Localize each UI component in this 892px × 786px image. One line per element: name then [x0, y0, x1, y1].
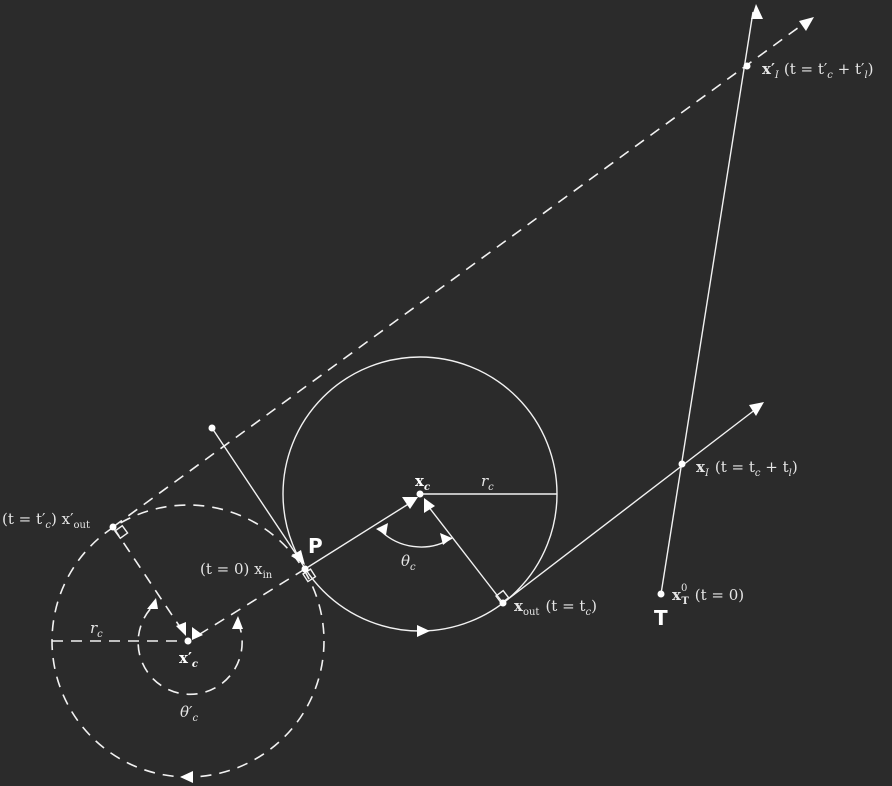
label-x-out-prime: (t = t′c) x′out: [2, 510, 90, 531]
label-r-c: rc: [481, 472, 494, 493]
out-to-center-arrowhead: [424, 498, 435, 513]
inner-arc-arrowhead-left: [147, 598, 158, 609]
x-c-prime-dot: [184, 637, 192, 645]
label-x-in: (t = 0) xin: [200, 560, 273, 581]
dashed-out-arrowhead: [176, 622, 186, 636]
right-angle-marker-out-prime: [114, 524, 129, 540]
x-i-dot: [678, 460, 686, 468]
theta-arrowhead-left: [376, 523, 388, 535]
x-i-prime-dot: [743, 62, 751, 70]
dashed-exit-line: [112, 21, 807, 528]
outer-circle-arrowhead: [180, 771, 193, 783]
exit-line-arrowhead: [749, 402, 764, 416]
theta-arc: [377, 527, 453, 548]
label-theta-c-prime: θ′c: [180, 703, 198, 724]
start-dot: [208, 424, 216, 432]
label-x-c: xc: [415, 472, 430, 493]
label-theta-c: θc: [401, 552, 416, 573]
exit-line: [502, 408, 757, 604]
target-line-arrowhead: [751, 4, 763, 19]
dashed-p-to-center-line: [199, 568, 306, 635]
x-in-dot: [301, 565, 309, 573]
p-to-center-line: [304, 502, 411, 570]
dashed-out-to-center-line: [112, 526, 183, 631]
target-line: [660, 11, 754, 595]
x-out-prime-dot: [109, 523, 117, 531]
out-to-center-line: [427, 505, 504, 604]
approach-line: [211, 427, 303, 564]
dashed-exit-arrowhead: [799, 17, 814, 31]
p-to-center-arrowhead: [402, 497, 418, 509]
label-P: P: [308, 534, 323, 558]
x-t-dot: [657, 590, 665, 598]
label-r-c-prime: rc: [90, 619, 103, 640]
x-out-dot: [499, 599, 507, 607]
inner-dashed-arc: [137, 603, 243, 696]
label-T: T: [654, 606, 668, 630]
theta-arrowhead-right: [440, 533, 452, 545]
circle-direction-arrowhead: [417, 625, 430, 637]
inner-arc-arrowhead-right: [232, 616, 243, 629]
label-x-i: xI(t = tc + tl): [696, 458, 798, 479]
label-x-out: xout(t = tc): [514, 597, 597, 618]
label-x-c-prime: x′c: [179, 649, 198, 670]
approach-arrowhead: [291, 550, 305, 565]
label-x-i-prime: x′I(t = t′c + t′l): [762, 60, 874, 81]
x-c-dot: [416, 490, 424, 498]
dashed-p-arrowhead: [192, 627, 203, 640]
